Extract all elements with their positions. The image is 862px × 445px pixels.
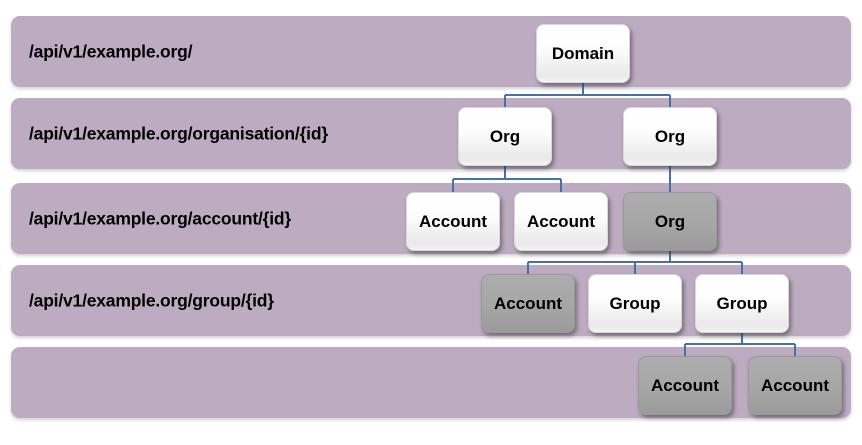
tree-node-account-2[interactable]: Account <box>514 192 608 251</box>
tree-node-label: Domain <box>551 43 615 63</box>
tree-node-account-5[interactable]: Account <box>748 356 842 415</box>
tree-node-group-2[interactable]: Group <box>695 274 789 333</box>
tree-node-label: Account <box>651 375 719 395</box>
tree-node-label: Account <box>494 293 562 313</box>
tree-node-label: Org <box>654 211 686 231</box>
api-path-band: /api/v1/example.org/organisation/{id} <box>11 98 851 169</box>
tree-node-label: Group <box>716 293 768 313</box>
tree-node-domain[interactable]: Domain <box>536 24 630 83</box>
tree-node-org-1[interactable]: Org <box>458 107 552 166</box>
tree-node-org-2[interactable]: Org <box>623 107 717 166</box>
api-path-label: /api/v1/example.org/account/{id} <box>29 208 292 228</box>
tree-node-label: Group <box>609 293 661 313</box>
tree-node-account-4[interactable]: Account <box>638 356 732 415</box>
api-path-band: /api/v1/example.org/ <box>11 16 851 87</box>
api-path-label: /api/v1/example.org/group/{id} <box>29 290 274 310</box>
tree-node-label: Org <box>654 126 686 146</box>
tree-node-label: Account <box>761 375 829 395</box>
api-path-label: /api/v1/example.org/ <box>29 41 193 61</box>
tree-node-label: Account <box>419 211 487 231</box>
tree-node-label: Account <box>527 211 595 231</box>
tree-node-org-3[interactable]: Org <box>623 192 717 251</box>
tree-node-account-1[interactable]: Account <box>406 192 500 251</box>
tree-node-account-3[interactable]: Account <box>481 274 575 333</box>
tree-node-label: Org <box>489 126 521 146</box>
tree-node-group-1[interactable]: Group <box>588 274 682 333</box>
api-path-label: /api/v1/example.org/organisation/{id} <box>29 123 328 143</box>
